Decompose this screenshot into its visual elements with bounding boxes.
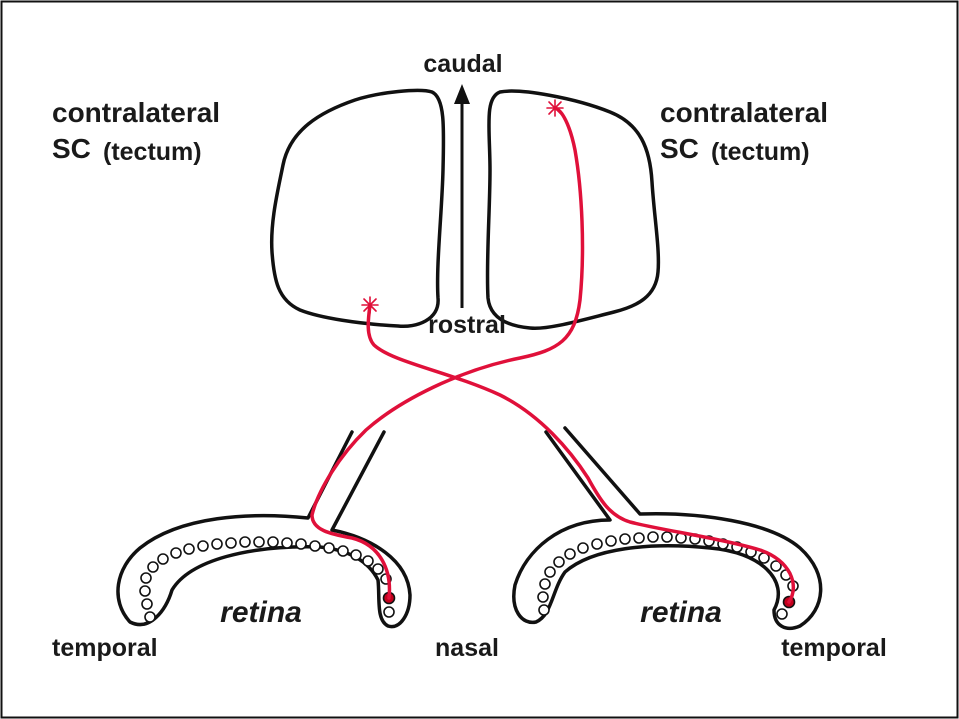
left-sc-label-sc: SC — [52, 133, 91, 164]
right-retina-label: retina — [640, 596, 722, 629]
caudal-label: caudal — [423, 50, 502, 78]
left-sc-terminal-burst — [362, 297, 378, 313]
rostral-label: rostral — [428, 311, 506, 339]
left-temporal-label: temporal — [52, 634, 158, 662]
right-temporal-label: temporal — [781, 634, 887, 662]
left-sc-label-tectum: (tectum) — [103, 138, 202, 166]
right-sc-label-sc: SC — [660, 133, 699, 164]
left-sc-label-line1: contralateral — [52, 97, 220, 128]
right-sc-terminal-burst — [547, 100, 563, 116]
right-sc-label-tectum: (tectum) — [711, 138, 810, 166]
right-sc-label-line1: contralateral — [660, 97, 828, 128]
nasal-label: nasal — [435, 634, 499, 662]
left-retina-label: retina — [220, 596, 302, 629]
